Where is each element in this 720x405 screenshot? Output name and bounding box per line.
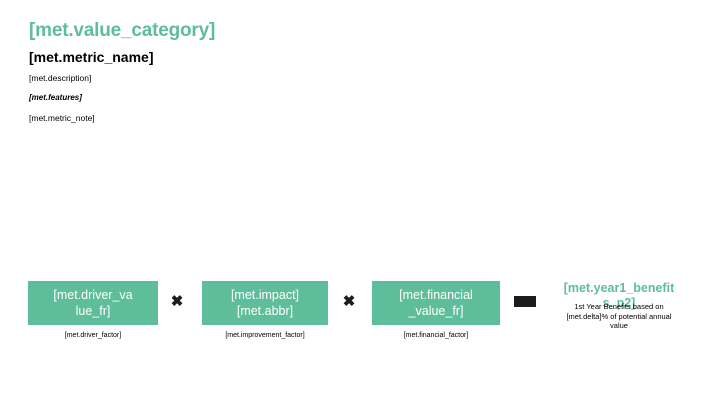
formula-term-impact: [met.impact] [met.abbr] [met.improvement… [202,281,328,341]
result-title: [met.year1_benefit s_p2] [544,281,694,311]
metric-name-heading: [met.metric_name] [29,49,154,65]
metric-description: [met.description] [29,73,92,83]
metric-features: [met.features] [29,93,82,102]
page-title: [met.value_category] [29,20,216,41]
result-subtitle-line1: 1st Year Benefits based on [574,302,664,311]
improvement-factor-caption: [met.improvement_factor] [225,332,305,339]
result-subtitle: 1st Year Benefits based on [met.delta]% … [544,302,694,331]
result-subtitle-line2: [met.delta]% of potential annual [566,311,672,321]
value-formula: [met.driver_va lue_fr] [met.driver_facto… [0,281,720,351]
financial-factor-caption: [met.financial_factor] [403,332,469,339]
driver-value-box: [met.driver_va lue_fr] [28,281,158,325]
metric-note: [met.metric_note] [29,113,95,123]
driver-factor-caption: [met.driver_factor] [64,332,122,339]
year1-benefit-result: [met.year1_benefit s_p2] 1st Year Benefi… [544,281,694,340]
metric-header: [met.value_category] [met.metric_name] [… [29,20,669,123]
impact-line2: [met.abbr] [236,304,294,318]
result-title-line2: s_p2] [602,296,636,310]
formula-term-financial: [met.financial _value_fr] [met.financial… [372,281,500,341]
multiply-icon: ✖ [170,293,184,310]
equals-icon [514,296,536,307]
result-title-line1: [met.year1_benefit [563,281,675,295]
formula-term-driver: [met.driver_va lue_fr] [met.driver_facto… [28,281,158,341]
result-subtitle-line3: value [610,321,628,330]
financial-value-box: [met.financial _value_fr] [372,281,500,325]
driver-value-line2: lue_fr] [75,304,111,318]
impact-box: [met.impact] [met.abbr] [202,281,328,325]
driver-value-line1: [met.driver_va [53,288,133,302]
financial-value-line1: [met.financial [399,288,473,302]
impact-line1: [met.impact] [230,288,300,302]
financial-value-line2: _value_fr] [408,304,464,318]
multiply-icon: ✖ [342,293,356,310]
